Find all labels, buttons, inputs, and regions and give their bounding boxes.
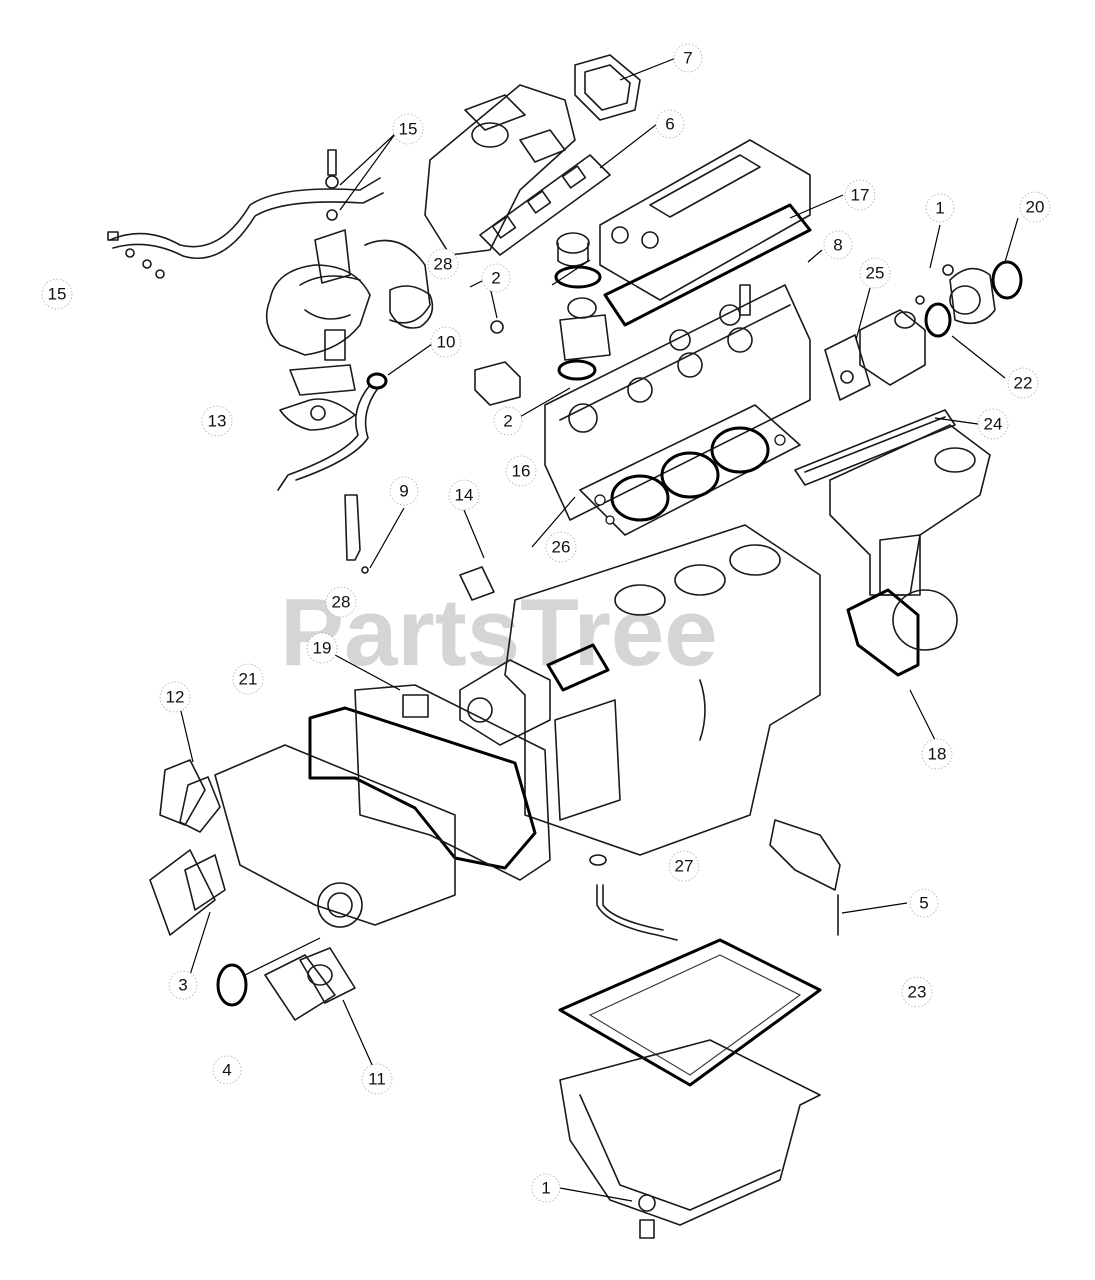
svg-text:15: 15 bbox=[48, 285, 67, 304]
svg-text:13: 13 bbox=[208, 412, 227, 431]
callout-7: 7 bbox=[673, 43, 703, 73]
svg-text:6: 6 bbox=[665, 115, 674, 134]
svg-text:17: 17 bbox=[851, 186, 870, 205]
svg-text:28: 28 bbox=[434, 255, 453, 274]
svg-text:11: 11 bbox=[368, 1070, 386, 1089]
svg-text:19: 19 bbox=[313, 639, 332, 658]
callout-9: 9 bbox=[389, 476, 419, 506]
callout-19: 19 bbox=[306, 632, 338, 664]
intake-gasket bbox=[794, 409, 956, 486]
svg-text:16: 16 bbox=[512, 462, 531, 481]
svg-text:12: 12 bbox=[166, 688, 185, 707]
side-plate-3 bbox=[149, 849, 226, 936]
svg-text:28: 28 bbox=[332, 593, 351, 612]
svg-text:27: 27 bbox=[675, 857, 694, 876]
manifold-gasket-6 bbox=[479, 154, 611, 256]
svg-text:26: 26 bbox=[552, 538, 571, 557]
oil-pipe-27 bbox=[589, 854, 678, 941]
callout-18: 18 bbox=[921, 738, 953, 770]
head-gasket-26 bbox=[579, 404, 801, 536]
svg-text:4: 4 bbox=[222, 1061, 231, 1080]
timing-plate-19 bbox=[354, 684, 551, 881]
callout-15: 15 bbox=[392, 113, 424, 145]
oil-pan-gasket-23 bbox=[558, 938, 822, 1087]
svg-text:15: 15 bbox=[399, 120, 418, 139]
svg-text:3: 3 bbox=[178, 976, 187, 995]
callout-27: 27 bbox=[668, 850, 700, 882]
callout-11: 11 bbox=[361, 1063, 393, 1095]
timing-cover-gasket-21 bbox=[308, 706, 537, 870]
gasket-10 bbox=[366, 372, 388, 390]
svg-text:7: 7 bbox=[683, 49, 692, 68]
callout-2: 2 bbox=[481, 263, 511, 293]
svg-text:20: 20 bbox=[1026, 198, 1045, 217]
callout-1b: 1 bbox=[531, 1173, 561, 1203]
thermostat-housing bbox=[474, 232, 611, 406]
valve-cover-gasket-17 bbox=[603, 203, 812, 327]
turbo-gasket bbox=[279, 398, 356, 431]
callout-28: 28 bbox=[427, 248, 459, 280]
svg-text:10: 10 bbox=[437, 333, 456, 352]
callout-14: 14 bbox=[448, 479, 480, 511]
callout-22: 22 bbox=[1007, 367, 1039, 399]
pump-gasket-8 bbox=[824, 334, 871, 401]
callout-24: 24 bbox=[977, 408, 1009, 440]
bracket-5 bbox=[769, 819, 841, 936]
callout-2b: 2 bbox=[493, 406, 523, 436]
cover-gasket-12 bbox=[159, 759, 221, 833]
callout-20: 20 bbox=[1019, 191, 1051, 223]
svg-text:2: 2 bbox=[503, 412, 512, 431]
callout-17: 17 bbox=[844, 179, 876, 211]
callout-8: 8 bbox=[823, 230, 853, 260]
callout-3: 3 bbox=[168, 970, 198, 1000]
callout-26: 26 bbox=[545, 531, 577, 563]
rear-gasket-18 bbox=[846, 588, 958, 677]
cover-plate-11 bbox=[264, 947, 356, 1021]
valve-cover bbox=[599, 139, 811, 301]
svg-text:1: 1 bbox=[935, 199, 944, 218]
cylinder-head bbox=[544, 284, 811, 521]
callout-15b: 15 bbox=[41, 278, 73, 310]
oil-pan bbox=[559, 1039, 821, 1239]
callout-28b: 28 bbox=[325, 586, 357, 618]
callout-23: 23 bbox=[901, 976, 933, 1008]
svg-text:5: 5 bbox=[919, 894, 928, 913]
svg-text:2: 2 bbox=[491, 269, 500, 288]
coolant-pump-front bbox=[459, 566, 610, 746]
callout-4: 4 bbox=[212, 1055, 242, 1085]
callout-labels: 7 6 15 1 20 17 8 28 2 25 15 10 13 2 22 2… bbox=[41, 43, 1051, 1203]
water-pump-assembly bbox=[859, 260, 1023, 386]
callout-25: 25 bbox=[859, 257, 891, 289]
front-cover bbox=[214, 744, 456, 928]
callout-10: 10 bbox=[430, 326, 462, 358]
oil-seal-4 bbox=[216, 963, 248, 1007]
callout-13: 13 bbox=[201, 405, 233, 437]
svg-text:24: 24 bbox=[984, 415, 1003, 434]
svg-text:25: 25 bbox=[866, 264, 885, 283]
callout-5: 5 bbox=[909, 888, 939, 918]
svg-text:22: 22 bbox=[1014, 374, 1033, 393]
callout-6: 6 bbox=[655, 109, 685, 139]
turbocharger-assembly bbox=[107, 149, 434, 491]
intake-manifold bbox=[829, 424, 991, 596]
svg-text:23: 23 bbox=[908, 983, 927, 1002]
exhaust-manifold bbox=[424, 84, 576, 256]
fuel-injector bbox=[344, 494, 369, 574]
callout-12: 12 bbox=[159, 681, 191, 713]
svg-text:21: 21 bbox=[239, 670, 258, 689]
engine-block bbox=[504, 524, 821, 856]
svg-text:14: 14 bbox=[455, 486, 474, 505]
manifold-gasket-7 bbox=[574, 54, 641, 121]
callout-16: 16 bbox=[505, 455, 537, 487]
callout-21: 21 bbox=[232, 663, 264, 695]
callout-1: 1 bbox=[925, 193, 955, 223]
svg-text:18: 18 bbox=[928, 745, 947, 764]
svg-text:1: 1 bbox=[541, 1179, 550, 1198]
svg-text:8: 8 bbox=[833, 236, 842, 255]
svg-text:9: 9 bbox=[399, 482, 408, 501]
